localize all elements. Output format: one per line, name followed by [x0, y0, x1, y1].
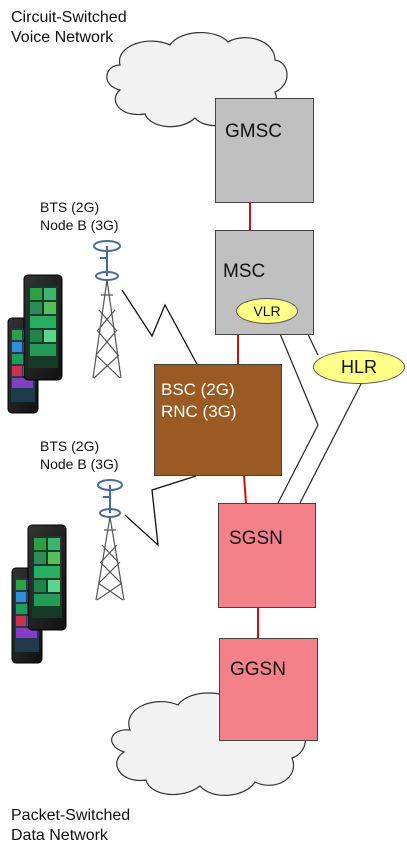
circuit-switched-line-1: Circuit-Switched	[11, 9, 127, 26]
sgsn-node: SGSN	[218, 503, 316, 608]
cell-tower-top	[92, 240, 122, 379]
circuit-switched-line-2: Voice Network	[11, 29, 114, 46]
bts-bottom-label: BTS (2G) Node B (3G)	[40, 437, 119, 473]
bsc-rnc-node: BSC (2G) RNC (3G)	[154, 364, 282, 476]
cell-tower-bottom	[95, 479, 125, 601]
circuit-switched-label: Circuit-Switched Voice Network	[11, 8, 127, 48]
gmsc-node: GMSC	[215, 98, 314, 203]
ggsn-label: GGSN	[230, 659, 286, 680]
ggsn-node: GGSN	[219, 638, 318, 741]
gmsc-label: GMSC	[225, 121, 282, 142]
vlr-node: VLR	[236, 298, 298, 324]
hlr-label: HLR	[340, 356, 377, 377]
rnc-label: RNC (3G)	[161, 402, 237, 421]
bts-bottom-line-2: Node B (3G)	[40, 456, 119, 472]
packet-switched-line-2: Data Network	[11, 827, 108, 844]
hlr-node: HLR	[313, 350, 405, 384]
packet-switched-line-1: Packet-Switched	[11, 807, 131, 824]
bts-top-label: BTS (2G) Node B (3G)	[40, 198, 119, 234]
signalling-lines	[275, 317, 363, 504]
core-links	[237, 203, 259, 638]
msc-label: MSC	[223, 261, 266, 282]
phones-top	[7, 274, 63, 414]
bts-top-line-2: Node B (3G)	[40, 217, 119, 233]
packet-switched-label: Packet-Switched Data Network	[11, 806, 130, 846]
bts-top-line-1: BTS (2G)	[40, 199, 100, 215]
bsc-rnc-label: BSC (2G) RNC (3G)	[161, 379, 237, 423]
vlr-label: VLR	[253, 303, 281, 319]
bts-bottom-line-1: BTS (2G)	[40, 438, 100, 454]
bsc-label: BSC (2G)	[161, 380, 235, 399]
radio-links	[121, 289, 199, 547]
sgsn-label: SGSN	[229, 528, 283, 549]
phones-bottom	[11, 524, 67, 664]
